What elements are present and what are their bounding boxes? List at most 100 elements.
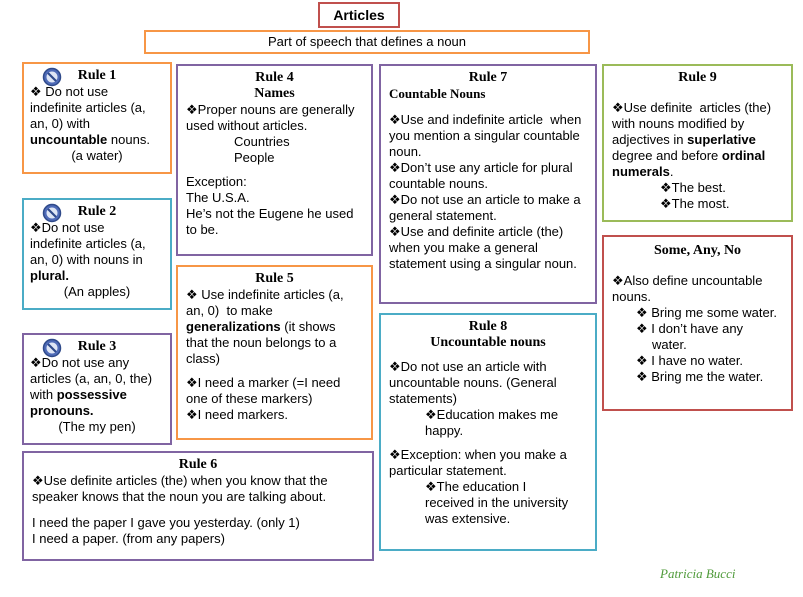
no-entry-icon bbox=[42, 67, 62, 87]
rule-1-rest: nouns. bbox=[107, 132, 150, 147]
rule-3-pre: with bbox=[30, 387, 57, 402]
rule-9-line: ❖The most. bbox=[660, 196, 730, 211]
rule-7-line: you mention a singular countable bbox=[389, 128, 580, 143]
rule-8-line: ❖The education I bbox=[425, 479, 527, 494]
rule-9-pre: degree and before bbox=[612, 148, 722, 163]
spacer bbox=[389, 439, 587, 447]
rule-3-bold: possessive bbox=[56, 387, 127, 402]
rule-5-box: Rule 5 ❖ Use indefinite articles (a, an,… bbox=[176, 265, 373, 440]
rule-7-line: ❖Use and definite article (the) bbox=[389, 224, 564, 239]
rule-8-line: happy. bbox=[425, 423, 464, 438]
rule-7-line: statement using a singular noun. bbox=[389, 256, 577, 271]
rule-5-line: class) bbox=[186, 351, 220, 366]
rule-9-bold: numerals bbox=[612, 164, 670, 179]
rule-3-line: articles (a, an, 0, the) bbox=[30, 371, 153, 386]
rule-3-line: with possessive bbox=[30, 387, 164, 403]
rule-9-line: with nouns modified by bbox=[612, 116, 745, 131]
spacer bbox=[186, 367, 363, 375]
rule-4-line: The U.S.A. bbox=[186, 190, 250, 205]
rule-1-line: uncountable nouns. bbox=[30, 132, 164, 148]
spacer bbox=[612, 259, 783, 273]
rule-6-line: ❖Use definite articles (the) when you kn… bbox=[32, 473, 328, 488]
rule-4-line: to be. bbox=[186, 222, 219, 237]
rule-9-pre: adjectives in bbox=[612, 132, 688, 147]
some-any-no-box: Some, Any, No ❖Also define uncountable n… bbox=[602, 235, 793, 411]
rule-4-line: People bbox=[234, 150, 275, 165]
no-entry-icon bbox=[42, 203, 62, 223]
rule-7-line: ❖Do not use an article to make a bbox=[389, 192, 581, 207]
some-any-no-line: ❖ Bring me the water. bbox=[636, 369, 764, 384]
rule-5-rest: (it shows bbox=[280, 319, 336, 334]
rule-8-line: particular statement. bbox=[389, 463, 507, 478]
rule-5-line: generalizations (it shows bbox=[186, 319, 363, 335]
rule-3-example: (The my pen) bbox=[58, 419, 136, 434]
rule-9-line: degree and before ordinal bbox=[612, 148, 783, 164]
rule-5-line: ❖I need a marker (=I need bbox=[186, 375, 341, 390]
no-entry-icon bbox=[42, 338, 62, 358]
spacer bbox=[32, 505, 364, 515]
rule-6-line: I need a paper. (from any papers) bbox=[32, 531, 225, 546]
some-any-no-line: nouns. bbox=[612, 289, 652, 304]
rule-7-box: Rule 7 Countable Nouns ❖Use and indefini… bbox=[379, 64, 597, 304]
rule-9-line: ❖The best. bbox=[660, 180, 726, 195]
some-any-no-line: ❖ I don’t have any bbox=[636, 321, 744, 336]
rule-1-box: Rule 1 ❖ Do not use indefinite articles … bbox=[22, 62, 172, 174]
rule-8-line: statements) bbox=[389, 391, 457, 406]
rule-2-box: Rule 2 ❖Do not use indefinite articles (… bbox=[22, 198, 172, 310]
rule-2-line: ❖Do not use bbox=[30, 220, 105, 235]
spacer bbox=[612, 86, 783, 100]
rule-9-line: ❖Use definite articles (the) bbox=[612, 100, 772, 115]
some-any-no-line: water. bbox=[652, 337, 687, 352]
rule-3-box: Rule 3 ❖Do not use any articles (a, an, … bbox=[22, 333, 172, 445]
rule-5-line: ❖ Use indefinite articles (a, bbox=[186, 287, 344, 302]
rule-9-line: numerals. bbox=[612, 164, 783, 180]
rule-1-line: an, 0) with bbox=[30, 116, 90, 131]
rule-3-bold: pronouns. bbox=[30, 403, 94, 418]
rule-4-line: Countries bbox=[234, 134, 290, 149]
rule-4-box: Rule 4 Names ❖Proper nouns are generally… bbox=[176, 64, 373, 256]
rule-4-line: used without articles. bbox=[186, 118, 308, 133]
rule-7-line: ❖Don’t use any article for plural bbox=[389, 160, 573, 175]
some-any-no-line: ❖ Bring me some water. bbox=[636, 305, 777, 320]
rule-5-line: one of these markers) bbox=[186, 391, 313, 406]
rule-6-heading: Rule 6 bbox=[178, 457, 218, 472]
rule-5-line: an, 0) to make bbox=[186, 303, 273, 318]
rule-8-line: uncountable nouns. (General bbox=[389, 375, 557, 390]
rule-4-subheading: Names bbox=[254, 86, 295, 101]
rule-9-line: adjectives in superlative bbox=[612, 132, 783, 148]
rule-8-line: was extensive. bbox=[425, 511, 511, 526]
rule-2-line: plural. bbox=[30, 268, 164, 284]
rule-8-line: ❖Education makes me bbox=[425, 407, 559, 422]
rule-7-line: when you make a general bbox=[389, 240, 538, 255]
spacer bbox=[389, 351, 587, 359]
some-any-no-heading: Some, Any, No bbox=[653, 243, 742, 258]
rule-1-line: indefinite articles (a, bbox=[30, 100, 146, 115]
rule-5-line: that the noun belongs to a bbox=[186, 335, 337, 350]
rule-2-heading: Rule 2 bbox=[77, 204, 117, 219]
rule-2-bold: plural. bbox=[30, 268, 70, 283]
some-any-no-line: ❖ I have no water. bbox=[636, 353, 744, 368]
rule-6-line: speaker knows that the noun you are talk… bbox=[32, 489, 327, 504]
rule-1-example: (a water) bbox=[71, 148, 123, 163]
rule-8-box: Rule 8 Uncountable nouns ❖Do not use an … bbox=[379, 313, 597, 551]
rule-3-line: pronouns. bbox=[30, 403, 164, 419]
rule-9-bold: superlative bbox=[687, 132, 756, 147]
spacer bbox=[186, 166, 363, 174]
rule-8-line: received in the university bbox=[425, 495, 569, 510]
page-title: Articles bbox=[318, 2, 400, 28]
rule-5-line: ❖I need markers. bbox=[186, 407, 288, 422]
rule-7-line: ❖Use and indefinite article when bbox=[389, 112, 582, 127]
rule-9-box: Rule 9 ❖Use definite articles (the) with… bbox=[602, 64, 793, 222]
rule-4-line: ❖Proper nouns are generally bbox=[186, 102, 355, 117]
rule-1-bold: uncountable bbox=[30, 132, 108, 147]
rule-2-line: an, 0) with nouns in bbox=[30, 252, 143, 267]
rule-1-heading: Rule 1 bbox=[77, 68, 117, 83]
rule-8-heading: Rule 8 bbox=[468, 319, 508, 334]
rule-8-line: ❖Exception: when you make a bbox=[389, 447, 567, 462]
rule-4-line: Exception: bbox=[186, 174, 247, 189]
rule-3-heading: Rule 3 bbox=[77, 339, 117, 354]
rule-2-line: indefinite articles (a, bbox=[30, 236, 146, 251]
rule-5-bold: generalizations bbox=[186, 319, 281, 334]
rule-3-line: ❖Do not use any bbox=[30, 355, 130, 370]
rule-2-example: (An apples) bbox=[63, 284, 131, 299]
